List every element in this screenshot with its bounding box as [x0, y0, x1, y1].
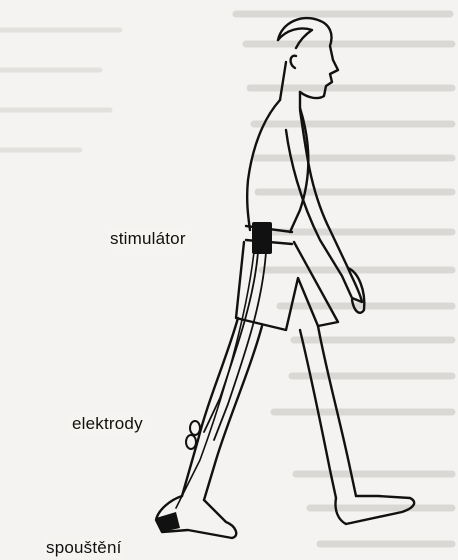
- torso-back: [247, 100, 280, 230]
- front-shoe: [335, 496, 414, 524]
- label-stimulator: stimulátor: [108, 229, 188, 249]
- stimulator-unit: [252, 222, 272, 254]
- electrode-upper: [190, 421, 200, 435]
- ear: [291, 56, 296, 68]
- trigger-cable: [176, 252, 254, 508]
- front-arm: [286, 110, 362, 302]
- hair: [278, 28, 312, 48]
- label-electrodes: elektrody: [70, 414, 145, 434]
- front-leg: [300, 326, 356, 498]
- label-trigger: spouštění: [44, 538, 124, 558]
- neck: [280, 62, 300, 108]
- electrode-lower: [186, 435, 196, 449]
- shorts: [236, 242, 338, 330]
